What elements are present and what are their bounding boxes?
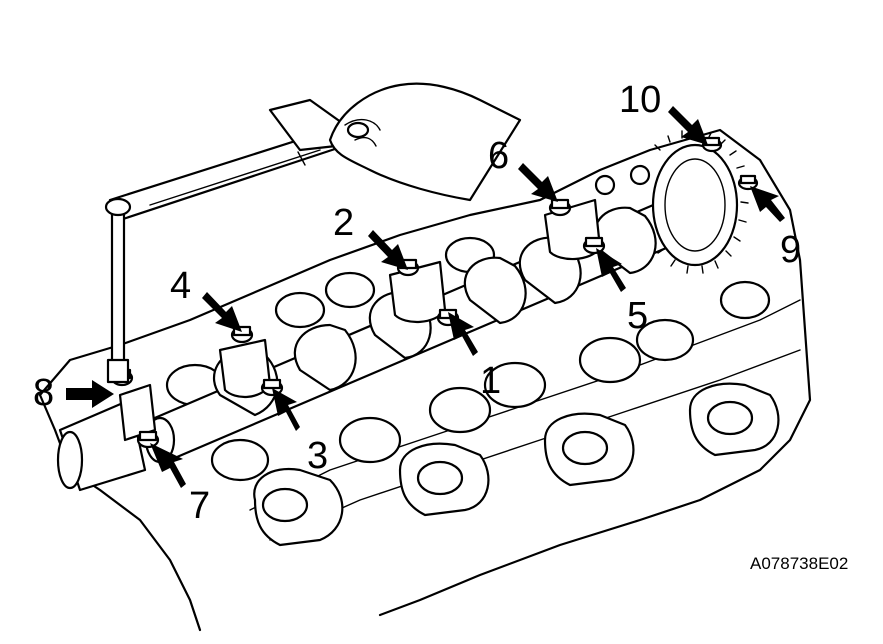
bolt-7 (136, 430, 160, 449)
callout-10: 10 (619, 79, 661, 121)
bolt-5 (582, 236, 606, 255)
arrow-4 (202, 292, 242, 332)
callout-2: 2 (333, 202, 354, 244)
valve-lifter-bores (165, 164, 771, 482)
arrow-10 (668, 106, 708, 145)
bolt-4 (230, 325, 254, 344)
callout-4: 4 (170, 265, 191, 307)
arrow-5 (596, 248, 626, 292)
callout-6: 6 (488, 135, 509, 177)
technician-hand (328, 82, 522, 202)
figure-reference-code: A078738E02 (750, 554, 848, 573)
callout-1: 1 (480, 360, 501, 402)
arrow-1 (448, 312, 478, 356)
arrow-2 (368, 230, 408, 270)
callout-arrows (66, 106, 785, 488)
callout-8: 8 (33, 372, 54, 414)
arrow-7 (150, 443, 186, 488)
bolt-6 (548, 198, 572, 217)
torque-wrench (104, 98, 347, 384)
arrow-9 (750, 186, 785, 222)
callout-5: 5 (627, 295, 648, 337)
arrow-8 (66, 380, 114, 408)
camshaft-gear (651, 129, 749, 274)
bolt-9 (737, 174, 759, 191)
intake-ports (253, 382, 780, 547)
callout-9: 9 (780, 229, 801, 271)
arrow-3 (272, 388, 300, 431)
callout-numbers: 1 2 3 4 5 6 7 8 9 10 (33, 79, 801, 527)
callout-7: 7 (189, 485, 210, 527)
callout-3: 3 (307, 435, 328, 477)
arrow-6 (518, 163, 558, 202)
cylinder-head-outline (38, 128, 812, 632)
